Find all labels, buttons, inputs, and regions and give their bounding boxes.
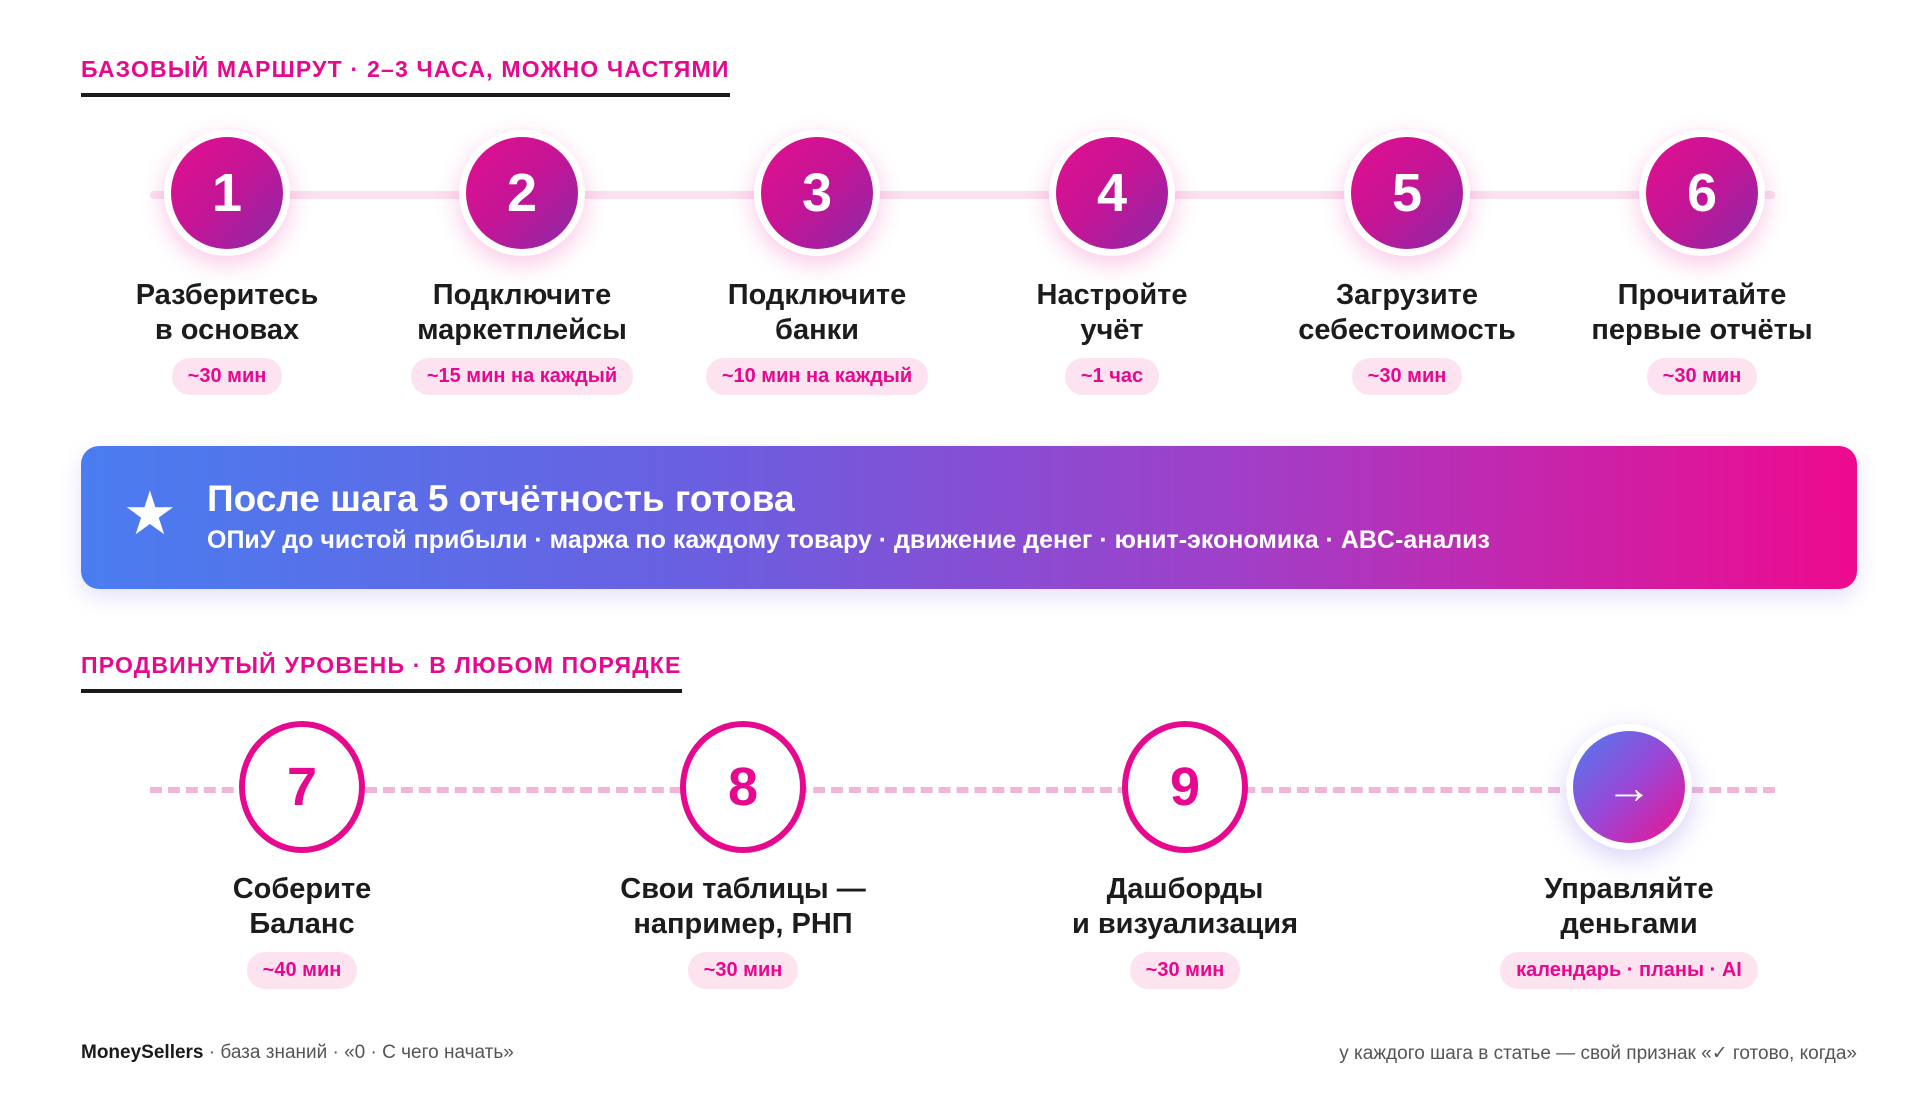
basic-step-4: 4 Настройте учёт ~1 час <box>967 130 1257 395</box>
step-time-badge: ~15 мин на каждый <box>410 358 634 395</box>
footer-source-text: · база знаний · «0 · С чего начать» <box>203 1042 514 1063</box>
step-title-line1: Свои таблицы — <box>620 873 866 905</box>
step-title: Загрузите себестоимость <box>1262 278 1552 348</box>
step-title-line2: Баланс <box>249 908 355 940</box>
step-title-line1: Настройте <box>1036 279 1188 311</box>
reporting-ready-banner: ★ После шага 5 отчётность готова ОПиУ до… <box>81 446 1857 589</box>
advanced-step-9: 9 Дашборды и визуализация ~30 мин <box>1040 721 1330 989</box>
step-number-circle: 6 <box>1646 137 1758 249</box>
step-title-line1: Соберите <box>232 873 372 905</box>
basic-step-6: 6 Прочитайте первые отчёты ~30 мин <box>1557 130 1847 395</box>
step-number-circle: 7 <box>239 721 365 853</box>
step-title-line2: себестоимость <box>1298 314 1516 346</box>
step-circle-outer: 4 <box>1049 130 1175 256</box>
step-title: Дашборды и визуализация <box>1040 872 1330 942</box>
step-circle-outer: 5 <box>1344 130 1470 256</box>
step-title-line1: Подключите <box>432 279 612 311</box>
step-circle-outer: 6 <box>1639 130 1765 256</box>
step-title-line2: например, РНП <box>633 908 853 940</box>
step-title-line2: деньгами <box>1560 908 1698 940</box>
step-title-line2: первые отчёты <box>1591 314 1813 346</box>
step-circle-outer: 7 <box>239 721 365 853</box>
step-time-badge: ~30 мин <box>1351 358 1463 395</box>
step-title-line1: Подключите <box>727 279 907 311</box>
star-icon: ★ <box>123 480 177 547</box>
step-title-line2: маркетплейсы <box>417 314 627 346</box>
advanced-step-manage-money: → Управляйте деньгами календарь · планы … <box>1484 724 1774 989</box>
step-title-line1: Прочитайте <box>1617 279 1787 311</box>
step-tags-badge: календарь · планы · AI <box>1500 952 1758 989</box>
footer-note: у каждого шага в статье — свой признак «… <box>1339 1043 1857 1064</box>
basic-step-1: 1 Разберитесь в основах ~30 мин <box>82 130 372 395</box>
advanced-level-header: ПРОДВИНУТЫЙ УРОВЕНЬ · В ЛЮБОМ ПОРЯДКЕ <box>81 652 682 693</box>
step-number-circle: 5 <box>1351 137 1463 249</box>
step-time-badge: ~30 мин <box>687 952 799 989</box>
step-title: Разберитесь в основах <box>82 278 372 348</box>
step-time-badge: ~30 мин <box>1129 952 1241 989</box>
advanced-level-track-line <box>150 787 1775 793</box>
basic-step-2: 2 Подключите маркетплейсы ~15 мин на каж… <box>377 130 667 395</box>
basic-route-header: БАЗОВЫЙ МАРШРУТ · 2–3 ЧАСА, МОЖНО ЧАСТЯМ… <box>81 56 730 97</box>
step-time-badge: ~40 мин <box>246 952 358 989</box>
step-title-line2: банки <box>775 314 859 346</box>
footer-brand: MoneySellers <box>81 1042 204 1063</box>
footer-source: MoneySellers · база знаний · «0 · С чего… <box>81 1042 514 1064</box>
step-time-badge: ~30 мин <box>1646 358 1758 395</box>
basic-route-track-line <box>150 191 1775 199</box>
step-circle-outer: → <box>1566 724 1692 850</box>
step-title-line2: и визуализация <box>1071 908 1299 940</box>
step-title: Подключите маркетплейсы <box>377 278 667 348</box>
step-title-line2: в основах <box>154 314 300 346</box>
step-number-circle: 8 <box>680 721 806 853</box>
step-circle-outer: 2 <box>459 130 585 256</box>
step-title: Подключите банки <box>672 278 962 348</box>
arrow-right-icon: → <box>1573 731 1685 843</box>
banner-subtitle: ОПиУ до чистой прибыли · маржа по каждом… <box>207 526 1490 554</box>
step-number-circle: 2 <box>466 137 578 249</box>
step-title: Прочитайте первые отчёты <box>1557 278 1847 348</box>
step-title-line1: Управляйте <box>1544 873 1714 905</box>
step-title: Управляйте деньгами <box>1484 872 1774 942</box>
step-title-line1: Дашборды <box>1106 873 1264 905</box>
advanced-step-8: 8 Свои таблицы — например, РНП ~30 мин <box>598 721 888 989</box>
step-number-circle: 1 <box>171 137 283 249</box>
step-title: Соберите Баланс <box>157 872 447 942</box>
step-time-badge: ~10 мин на каждый <box>705 358 929 395</box>
step-number-circle: 3 <box>761 137 873 249</box>
step-circle-outer: 1 <box>164 130 290 256</box>
step-circle-outer: 3 <box>754 130 880 256</box>
basic-step-3: 3 Подключите банки ~10 мин на каждый <box>672 130 962 395</box>
step-time-badge: ~1 час <box>1064 358 1160 395</box>
step-title: Настройте учёт <box>967 278 1257 348</box>
step-time-badge: ~30 мин <box>171 358 283 395</box>
step-number-circle: 9 <box>1122 721 1248 853</box>
step-title-line1: Загрузите <box>1335 279 1479 311</box>
step-title-line2: учёт <box>1080 314 1144 346</box>
step-title-line1: Разберитесь <box>135 279 319 311</box>
step-circle-outer: 9 <box>1122 721 1248 853</box>
step-number-circle: 4 <box>1056 137 1168 249</box>
advanced-step-7: 7 Соберите Баланс ~40 мин <box>157 721 447 989</box>
step-title: Свои таблицы — например, РНП <box>598 872 888 942</box>
basic-step-5: 5 Загрузите себестоимость ~30 мин <box>1262 130 1552 395</box>
step-circle-outer: 8 <box>680 721 806 853</box>
banner-title: После шага 5 отчётность готова <box>207 478 795 519</box>
